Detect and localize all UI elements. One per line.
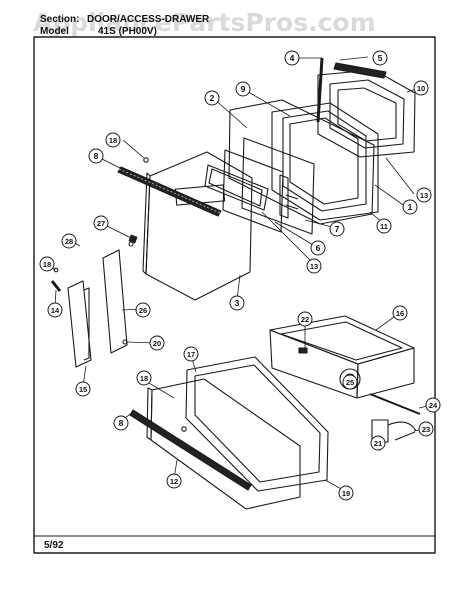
callout-bubble-17 [183, 346, 199, 362]
callout-label-27: 27 [97, 219, 105, 228]
callout-label-23: 23 [422, 425, 430, 434]
diagram-frame [33, 36, 436, 554]
callout-label-8: 8 [119, 418, 124, 428]
callout-label-18: 18 [140, 374, 148, 383]
callout-bubble-27 [93, 215, 109, 231]
callout-bubble-22 [297, 311, 313, 327]
callout-label-14: 14 [51, 306, 60, 315]
callout-bubble-12 [166, 473, 182, 489]
callout-bubble-3 [229, 295, 245, 311]
callout-label-21: 21 [374, 439, 382, 448]
drawer-body [269, 315, 415, 399]
callout-bubble-8 [88, 148, 104, 164]
callout-label-8: 8 [94, 151, 99, 161]
callout-bubble-20 [149, 335, 165, 351]
screw-18c [181, 426, 187, 432]
door-liner [228, 99, 375, 225]
drawer-back-panel [185, 356, 329, 492]
callout-bubble-15 [75, 381, 91, 397]
callout-bubble-18 [105, 132, 121, 148]
callout-label-26: 26 [139, 306, 147, 315]
callout-label-22: 22 [301, 315, 309, 324]
callout-label-25: 25 [346, 378, 354, 387]
callout-label-2: 2 [210, 93, 215, 103]
callout-label-15: 15 [79, 385, 87, 394]
callout-bubble-23 [418, 421, 434, 437]
callout-bubble-24 [425, 397, 441, 413]
callout-bubble-13 [306, 258, 322, 274]
callout-label-20: 20 [153, 339, 161, 348]
callout-label-6: 6 [316, 243, 321, 253]
watermark: AppliancePartsPros.com [33, 8, 376, 37]
callout-label-5: 5 [378, 53, 383, 63]
callout-bubble-9 [235, 81, 251, 97]
callout-bubble-18 [136, 370, 152, 386]
callout-bubble-19 [338, 485, 354, 501]
callout-label-3: 3 [235, 298, 240, 308]
callout-bubble-5 [372, 50, 388, 66]
callout-bubble-25 [342, 374, 358, 390]
callout-bubble-6 [310, 240, 326, 256]
outer-door-panel [142, 151, 253, 301]
door-insulation [222, 137, 315, 235]
screw-28 [128, 241, 134, 247]
callout-label-4: 4 [290, 53, 295, 63]
callout-bubble-7 [329, 221, 345, 237]
callout-label-13: 13 [310, 262, 318, 271]
door-handle [117, 166, 222, 217]
screw-18b [53, 267, 59, 273]
clip-27 [128, 234, 138, 244]
section-value: DOOR/ACCESS-DRAWER [87, 14, 210, 25]
callout-bubble-11 [376, 218, 392, 234]
callout-label-1: 1 [408, 202, 413, 212]
side-rail-mid [67, 280, 92, 368]
callout-label-13: 13 [420, 191, 428, 200]
callout-bubble-26 [135, 302, 151, 318]
model-value: 41S (PH00V) [98, 26, 157, 37]
callout-label-9: 9 [241, 84, 246, 94]
callout-bubble-18 [39, 256, 55, 272]
callout-label-18: 18 [109, 136, 117, 145]
section-label: Section: [40, 14, 80, 25]
drawer-rail [369, 393, 421, 415]
callout-bubble-1 [402, 199, 418, 215]
callout-bubble-8 [113, 415, 129, 431]
side-rail-left [102, 249, 128, 354]
callout-bubble-10 [413, 80, 429, 96]
door-top-trim [333, 62, 387, 79]
callout-label-19: 19 [342, 489, 350, 498]
door-hinge-rod [316, 57, 324, 123]
callout-bubble-21 [370, 435, 386, 451]
footer-date-code: 5/92 [44, 540, 64, 551]
callout-label-28: 28 [65, 237, 73, 246]
door-gasket [204, 164, 269, 211]
callout-label-11: 11 [380, 222, 388, 231]
callout-bubble-28 [61, 233, 77, 249]
callout-label-24: 24 [429, 401, 438, 410]
callout-label-16: 16 [396, 309, 404, 318]
callout-bubble-16 [392, 305, 408, 321]
callout-bubble-14 [47, 302, 63, 318]
callout-bubble-2 [204, 90, 220, 106]
callout-bubble-4 [284, 50, 300, 66]
model-label: Model [40, 26, 69, 37]
spring-14 [50, 280, 62, 292]
callout-label-7: 7 [335, 224, 340, 234]
callout-label-17: 17 [187, 350, 195, 359]
callout-bubble-13 [416, 187, 432, 203]
callout-label-10: 10 [417, 84, 425, 93]
callout-label-12: 12 [170, 477, 178, 486]
callout-label-18: 18 [43, 260, 51, 269]
screw-18a [143, 157, 149, 163]
